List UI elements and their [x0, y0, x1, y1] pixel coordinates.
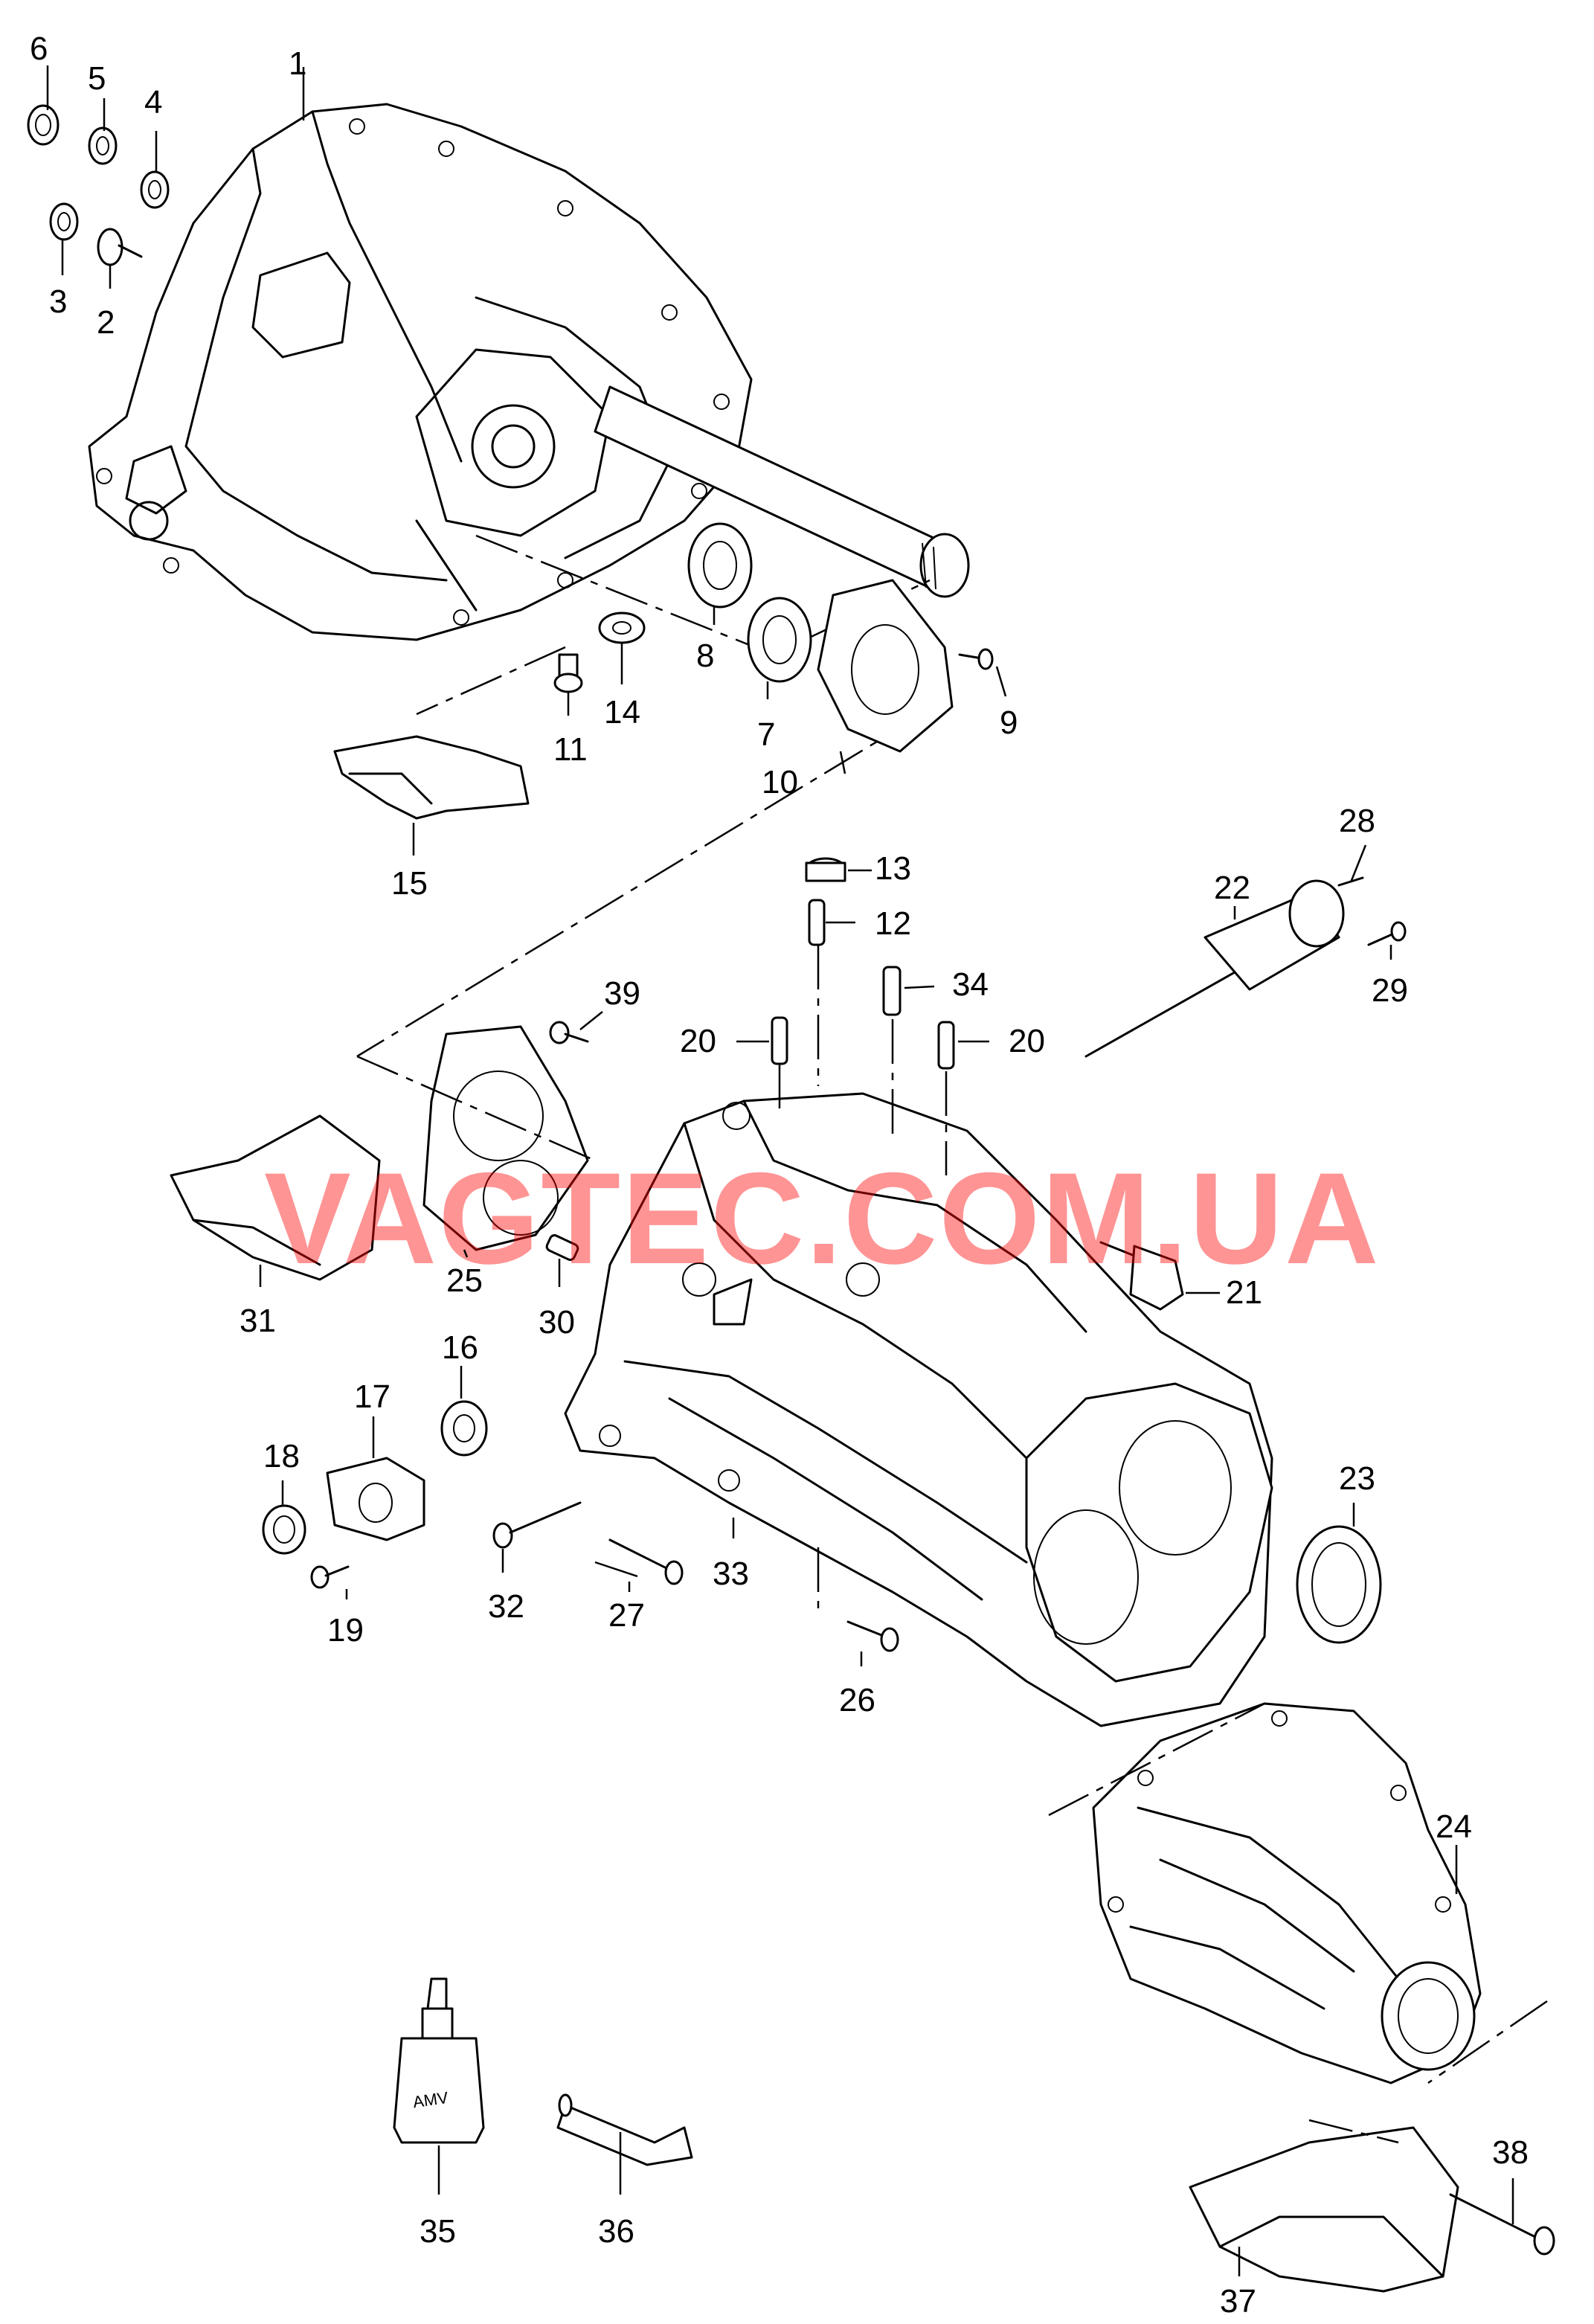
heat-shield-part-37	[1189, 2126, 1459, 2293]
callout-32: 32	[488, 1588, 524, 1625]
screw-part-19	[310, 1565, 350, 1589]
callout-24: 24	[1436, 1808, 1472, 1845]
callout-25: 25	[446, 1262, 483, 1299]
pin-part-34	[882, 966, 902, 1016]
callout-18: 18	[263, 1438, 300, 1474]
gasket-part-25	[422, 1025, 589, 1251]
callout-36: 36	[598, 2213, 634, 2250]
screw-part-27	[608, 1538, 684, 1585]
bolt-part-38	[1449, 2193, 1555, 2256]
callout-4: 4	[144, 84, 162, 121]
callout-12: 12	[875, 905, 911, 942]
screw-part-9	[958, 648, 994, 670]
selector-shaft-part-22	[1084, 879, 1345, 1058]
callout-8: 8	[696, 638, 714, 674]
switch-part-21	[1099, 1241, 1184, 1311]
callout-13: 13	[875, 850, 911, 887]
bell-housing-part-1	[88, 103, 753, 641]
seal-ring-part-6	[27, 104, 60, 146]
callout-22: 22	[1214, 870, 1250, 906]
input-shaft	[594, 385, 970, 598]
bearing-part-8	[687, 522, 753, 609]
callout-14: 14	[604, 694, 640, 731]
callout-7: 7	[757, 716, 775, 753]
flange-part-10	[817, 579, 954, 753]
callout-39: 39	[604, 975, 640, 1012]
gearbox-housing-part-33	[564, 1092, 1273, 1727]
callout-10: 10	[762, 764, 798, 800]
callout-31: 31	[240, 1303, 276, 1339]
callout-2: 2	[97, 304, 115, 341]
seal-part-18	[262, 1504, 306, 1555]
callout-15: 15	[391, 865, 428, 902]
callout-16: 16	[442, 1329, 478, 1366]
callout-11: 11	[553, 731, 588, 768]
sealant-tube-part-36	[556, 2093, 693, 2166]
callout-37: 37	[1220, 2283, 1256, 2320]
callout-26: 26	[839, 1682, 875, 1718]
plug-screw-part-2	[97, 228, 143, 266]
callout-27: 27	[608, 1597, 645, 1634]
screw-part-32	[492, 1501, 582, 1549]
seal-ring-part-4	[140, 170, 170, 209]
washer-part-14	[598, 612, 646, 644]
seal-ring-part-5	[88, 126, 118, 165]
callout-21: 21	[1226, 1274, 1262, 1311]
callout-20-left: 20	[680, 1023, 716, 1059]
cover-part-17	[326, 1457, 425, 1541]
pin-part-20-left	[771, 1016, 788, 1065]
oil-bottle-part-35	[393, 1977, 485, 2144]
cover-part-31	[170, 1114, 381, 1281]
screw-part-26	[846, 1620, 899, 1652]
plug-part-11	[553, 653, 583, 693]
rear-housing-part-24	[1092, 1702, 1482, 2084]
seal-part-7	[747, 597, 812, 683]
callout-9: 9	[1000, 704, 1018, 741]
screw-part-29	[1367, 921, 1407, 946]
callout-30: 30	[539, 1304, 575, 1341]
callout-20-right: 20	[1009, 1023, 1045, 1059]
seal-part-23	[1296, 1525, 1382, 1644]
pin-part-20-right	[937, 1021, 955, 1070]
cap-part-13	[805, 857, 846, 882]
callout-34: 34	[952, 966, 989, 1003]
callout-38: 38	[1492, 2134, 1529, 2171]
callout-3: 3	[49, 283, 67, 320]
callout-33: 33	[713, 1556, 749, 1592]
screw-part-39	[549, 1021, 589, 1044]
callout-5: 5	[88, 60, 106, 97]
pin-part-30	[545, 1234, 579, 1261]
seal-ring-part-3	[49, 202, 79, 241]
callout-23: 23	[1339, 1460, 1375, 1497]
callout-labels: 6 5 4 1 3 2 8 14 11 7 9 10 15 13 12 28 2	[30, 31, 1529, 2320]
bushing-part-16	[440, 1400, 488, 1457]
guide-part-15	[333, 735, 530, 820]
callout-19: 19	[327, 1612, 364, 1649]
callout-28: 28	[1339, 803, 1375, 839]
pin-part-12	[808, 899, 826, 946]
callout-6: 6	[30, 31, 48, 67]
watermark-text: VAGTEC.COM.UA	[264, 1146, 1381, 1291]
callout-17: 17	[354, 1378, 391, 1415]
callout-29: 29	[1372, 972, 1408, 1009]
callout-35: 35	[420, 2213, 456, 2250]
callout-1: 1	[289, 45, 306, 82]
